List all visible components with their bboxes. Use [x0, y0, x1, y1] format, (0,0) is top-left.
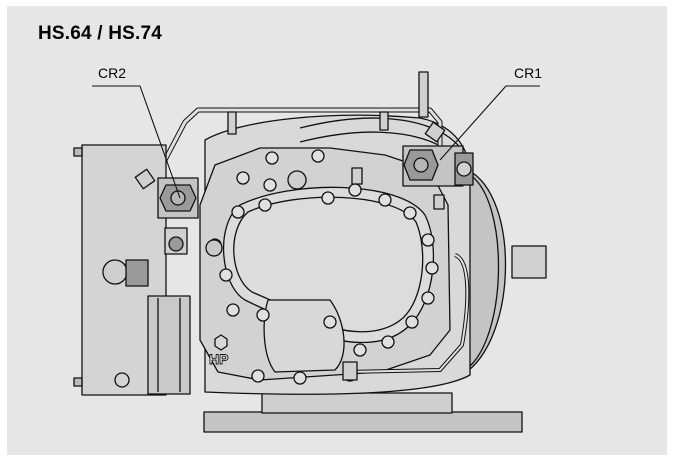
base-foot — [261, 392, 453, 414]
cr1-valve — [402, 121, 474, 187]
junction-block — [147, 295, 191, 395]
hp-marker — [214, 334, 228, 351]
lifting-lug — [418, 71, 429, 118]
page-title: HS.64 / HS.74 — [38, 23, 163, 44]
drive-shaft — [511, 245, 547, 279]
callout-label-cr2: CR2 — [98, 65, 127, 81]
leader-line-cr2 — [92, 85, 181, 199]
leader-line-cr1 — [439, 85, 540, 161]
cover-flange — [263, 299, 345, 373]
cr2-valve — [134, 168, 199, 255]
terminal-box-gland — [102, 259, 128, 285]
hp-label: HP — [209, 351, 228, 367]
terminal-box-screw — [114, 372, 130, 388]
base-plate — [203, 411, 523, 433]
callout-label-cr1: CR1 — [514, 65, 543, 81]
cover-center-fitting — [287, 170, 307, 190]
